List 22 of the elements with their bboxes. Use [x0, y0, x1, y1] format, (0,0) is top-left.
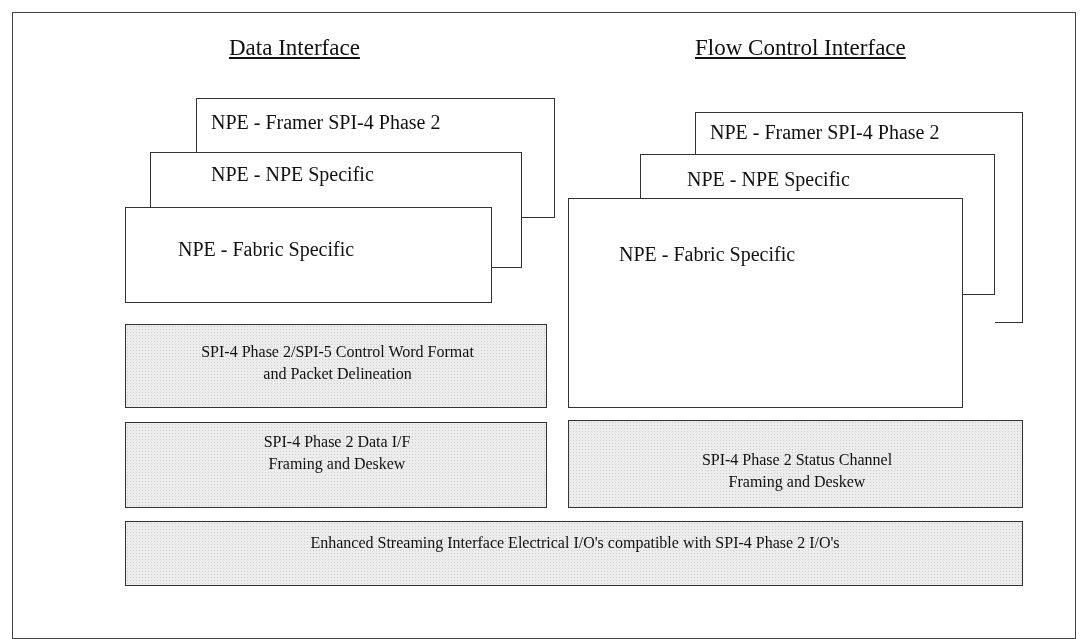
- layer-box: [640, 154, 995, 198]
- layer-label: SPI-4 Phase 2 Status Channel Framing and Deskew: [700, 450, 894, 493]
- layer-label: NPE - Framer SPI-4 Phase 2: [211, 111, 441, 134]
- layer-label: NPE - Fabric Specific: [178, 238, 355, 261]
- layer-label: NPE - NPE Specific: [687, 168, 850, 191]
- layer-label: NPE - NPE Specific: [211, 163, 374, 186]
- layer-box: [695, 112, 1023, 154]
- layer-box: [125, 422, 547, 508]
- layer-box: [568, 420, 1023, 508]
- layer-box: [125, 521, 1023, 586]
- layer-label: NPE - Fabric Specific: [619, 243, 796, 266]
- layer-label: SPI-4 Phase 2 Data I/F Framing and Deskew: [262, 432, 412, 475]
- layer-box: [196, 98, 555, 152]
- layer-box: [125, 324, 547, 408]
- layer-label: Enhanced Streaming Interface Electrical I/O's compatible with SPI-4 Phase 2 I/O's: [309, 533, 841, 554]
- layer-box: [150, 152, 522, 207]
- layer-box: [125, 207, 492, 303]
- layer-label: SPI-4 Phase 2/SPI-5 Control Word Format and Packet Delineation: [200, 342, 475, 384]
- column-heading: Flow Control Interface: [695, 35, 906, 61]
- layer-label: NPE - Framer SPI-4 Phase 2: [710, 121, 940, 144]
- column-heading: Data Interface: [229, 35, 360, 61]
- layer-box: [568, 198, 963, 408]
